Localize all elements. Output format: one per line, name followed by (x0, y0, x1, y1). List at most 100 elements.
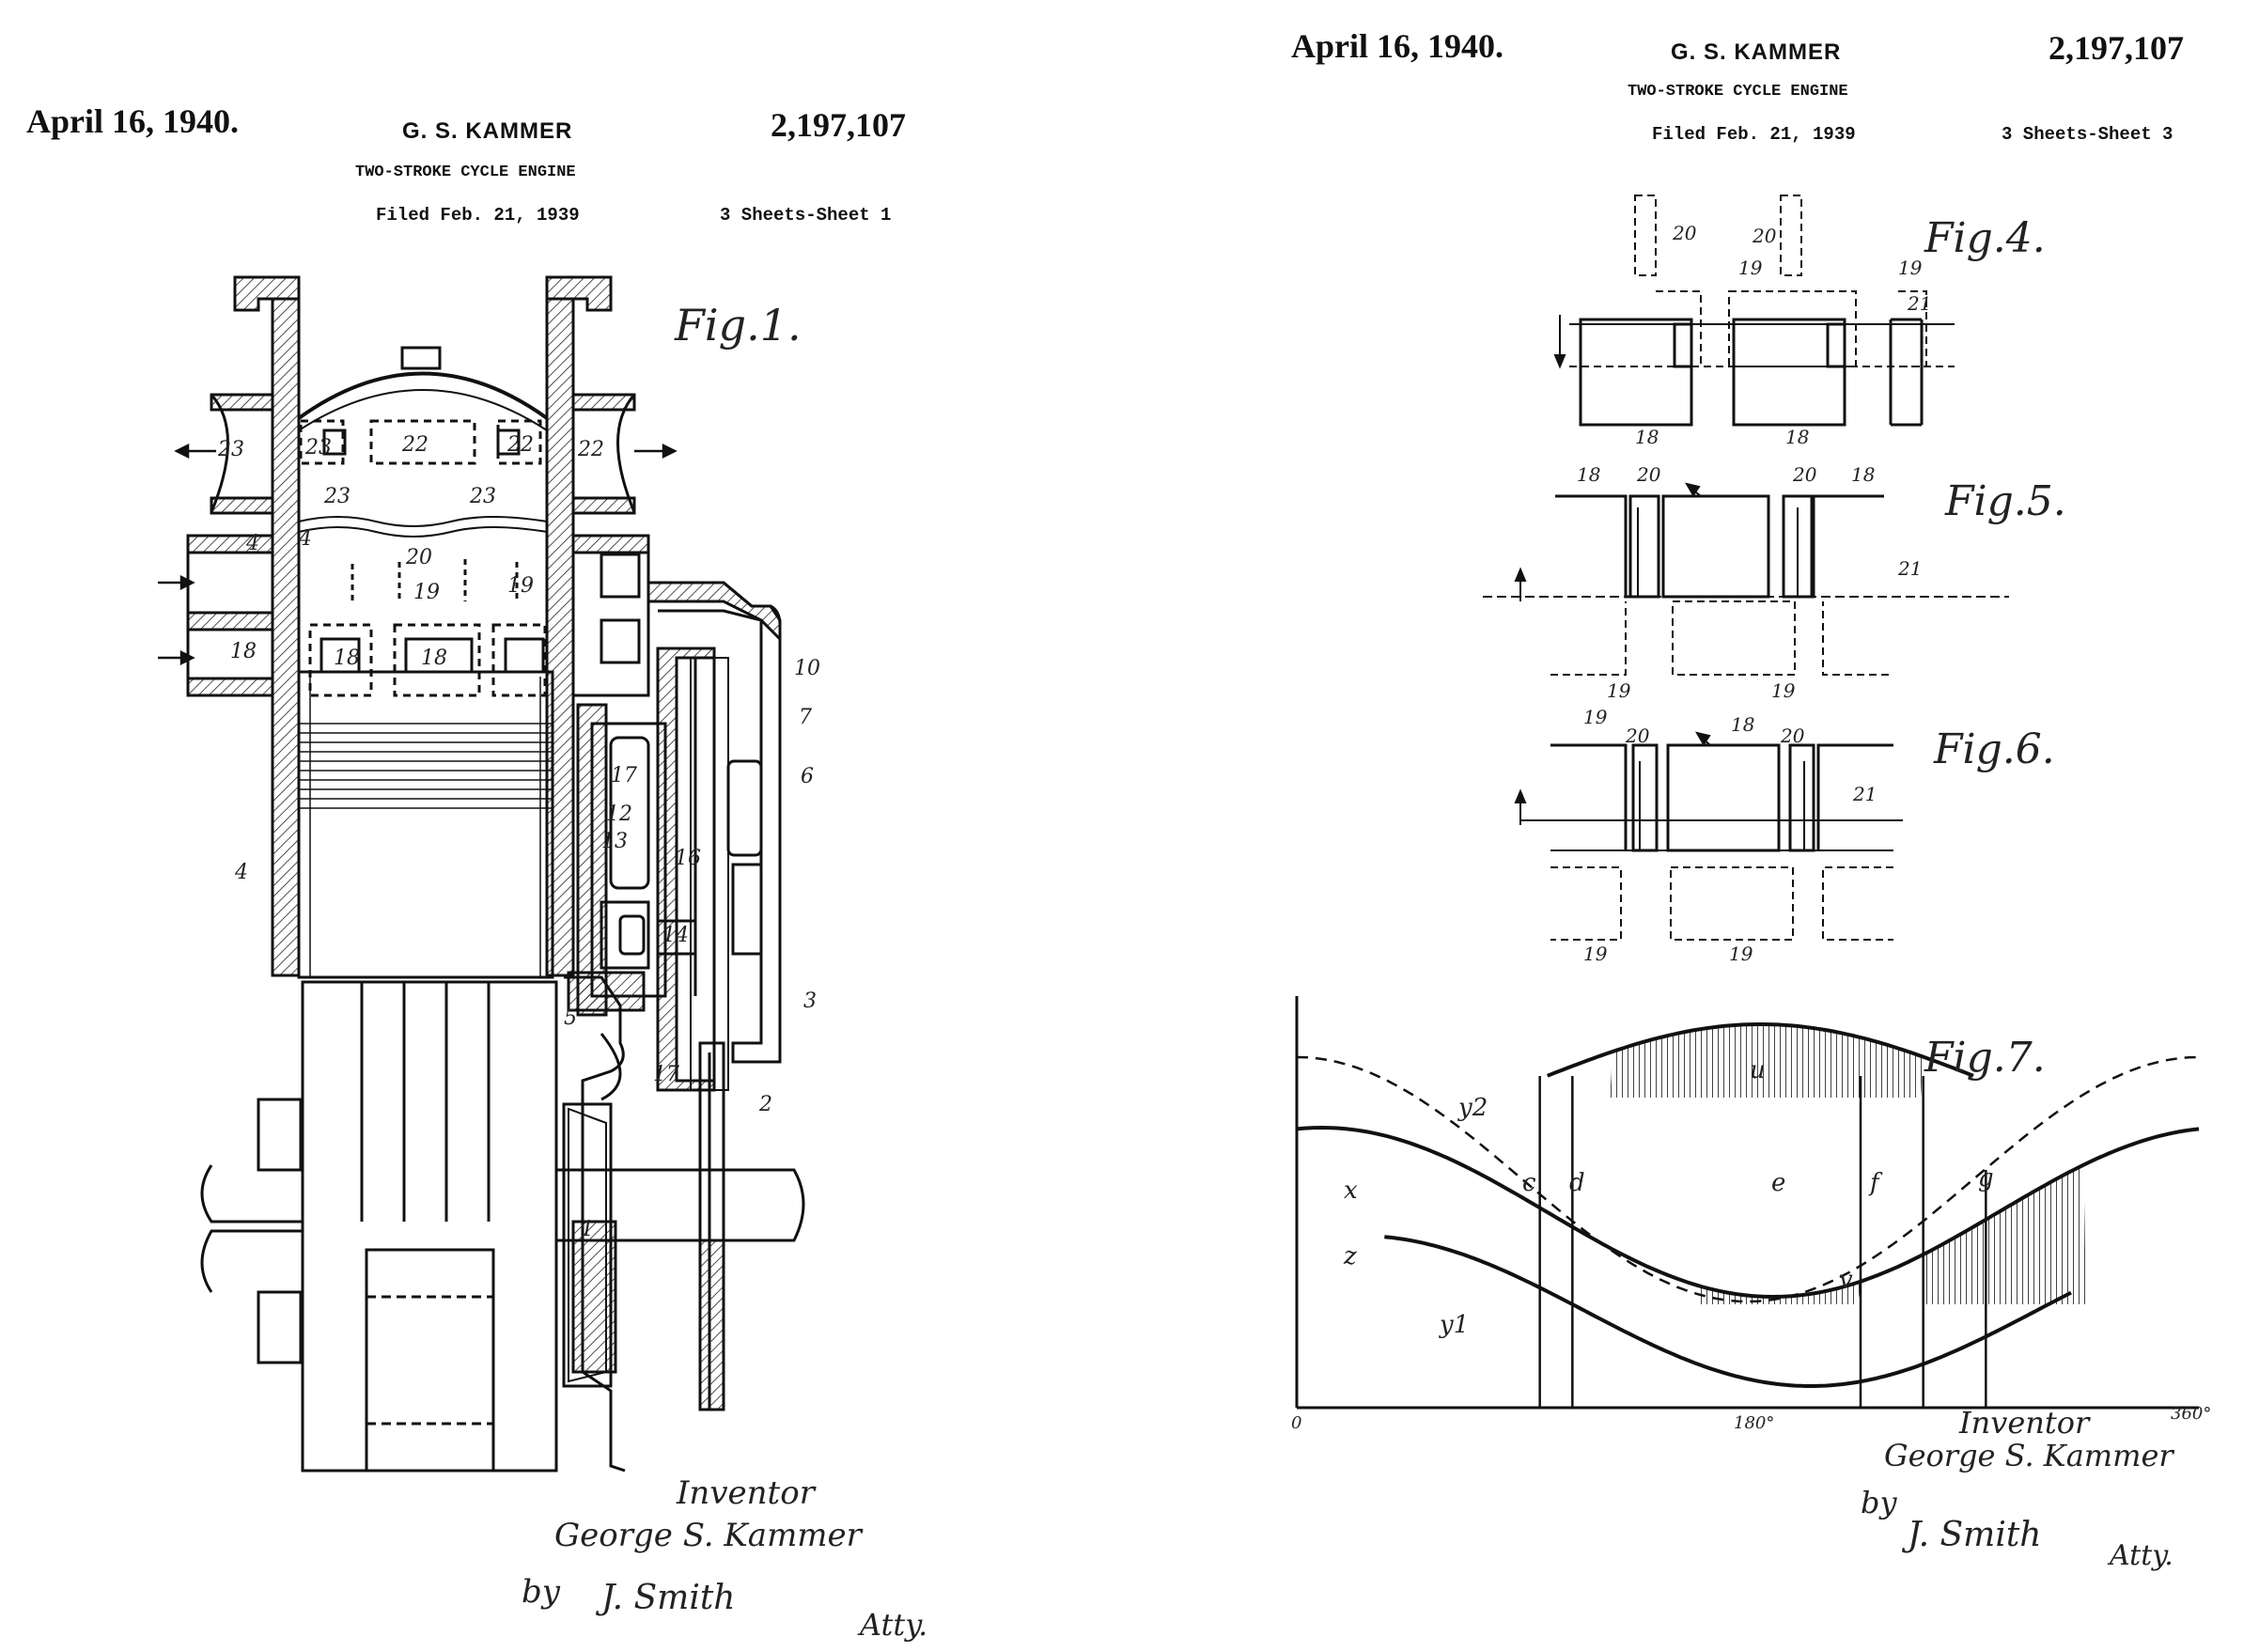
sheet3-patent-number: 2,197,107 (2049, 29, 2184, 67)
fig1-ref-numeral: 4 (245, 532, 259, 555)
fig1-ref-numeral: 3 (803, 990, 817, 1013)
fig1-ref-numeral: 7 (799, 706, 812, 729)
sheet1-date: April 16, 1940. (26, 102, 240, 140)
sheet3-by: by (1861, 1485, 1897, 1520)
fig7-curve-label-z: z (1343, 1242, 1357, 1270)
fig7-x-tick: 180° (1734, 1413, 1774, 1433)
fig7-x-tick: 360° (2171, 1404, 2211, 1424)
fig1-ref-numeral: 23 (304, 436, 332, 460)
fig7-label: Fig.7. (1924, 1034, 2046, 1082)
patent-sheet-1: April 16, 1940. G. S. KAMMER 2,197,107 T… (0, 0, 1109, 1652)
fig7-curve-label-u: u (1750, 1056, 1766, 1084)
sheet1-inventor-signature: George S. Kammer (554, 1517, 864, 1554)
fig7-x-tick: 0 (1291, 1413, 1301, 1433)
sheet3-inventor-caption: Inventor (1958, 1405, 2091, 1441)
fig1-ref-numeral: 18 (334, 647, 360, 670)
fig7-hatched-area-u (1610, 1024, 1924, 1098)
fig5-ref-numeral: 19 (1771, 679, 1796, 702)
fig7-line-label-f: f (1868, 1169, 1883, 1197)
fig7-line-label-e: e (1771, 1169, 1785, 1197)
fig1-engine-section-drawing: 4 23 22 22 23 23 23 22 4 20 19 19 18 18 … (158, 275, 927, 1643)
fig4-ref-numeral: 21 (1907, 292, 1931, 315)
fig1-ref-numeral: 20 (405, 546, 432, 569)
fig7-hatched-area-v (1697, 1281, 1861, 1304)
sheet3-inventor-signature: George S. Kammer (1884, 1438, 2174, 1473)
patent-sheet-3: April 16, 1940. G. S. KAMMER 2,197,107 T… (1250, 0, 2259, 1652)
fig4-ref-numeral: 18 (1635, 426, 1659, 448)
fig7-curve-y2 (1546, 1022, 1974, 1078)
fig1-ref-numeral: 1 (581, 1218, 594, 1241)
fig1-ref-numeral: 23 (217, 438, 244, 461)
fig5-ref-numeral: 18 (1577, 463, 1600, 486)
fig7-line-label-d: d (1569, 1169, 1585, 1197)
fig1-ref-numeral: 16 (675, 847, 701, 870)
fig1-ref-numeral: 19 (413, 581, 440, 604)
fig7-curve-label-y1: y1 (1439, 1311, 1469, 1339)
fig1-ref-numeral: 12 (606, 803, 632, 826)
fig4-label: Fig.4. (1924, 214, 2046, 262)
sheet1-sheets: 3 Sheets-Sheet 1 (720, 205, 892, 226)
fig5-ref-numeral: 21 (1897, 557, 1922, 580)
fig7-curve-z (1296, 1125, 2200, 1300)
fig7-timing-diagram: u y2 x z y1 v c d e f g 0 180° 360° Fig.… (1291, 996, 2211, 1572)
fig7-curve-label-x: x (1344, 1177, 1358, 1205)
sheet3-title: TWO-STROKE CYCLE ENGINE (1628, 83, 1848, 101)
sheet3-attorney-signature: J. Smith (1901, 1516, 2042, 1554)
fig7-curve-label-v: v (1839, 1266, 1853, 1294)
fig1-ref-numeral: 23 (469, 485, 496, 508)
fig1-ref-numeral: 4 (298, 527, 312, 551)
fig4-ref-numeral: 19 (1738, 257, 1763, 279)
fig1-ref-numeral: 17 (653, 1063, 679, 1086)
fig5-ref-numeral: 20 (1792, 463, 1817, 486)
sheet3-filed: Filed Feb. 21, 1939 (1652, 124, 1856, 145)
fig7-line-label-g: g (1978, 1164, 1994, 1192)
fig6-ref-numeral: 21 (1852, 783, 1877, 805)
fig4-ref-numeral: 20 (1672, 222, 1697, 244)
sheet1-inventor-caption: Inventor (676, 1474, 817, 1512)
fig5-ref-numeral: 20 (1636, 463, 1661, 486)
fig5-ref-numeral: 19 (1607, 679, 1631, 702)
sheet1-by: by (522, 1573, 561, 1611)
fig1-ref-numeral: 22 (577, 438, 604, 461)
fig6-ref-numeral: 18 (1731, 713, 1754, 736)
fig6-ref-numeral: 20 (1780, 725, 1805, 747)
fig1-ref-numeral: 19 (507, 574, 534, 598)
fig4-ref-numeral: 19 (1898, 257, 1923, 279)
fig1-ref-numeral: 18 (230, 640, 257, 663)
sheet3-inventor: G. S. KAMMER (1671, 39, 1842, 65)
fig1-ref-numeral: 23 (323, 485, 351, 508)
fig7-curve-label-y2: y2 (1457, 1094, 1488, 1122)
sheet3-atty: Atty. (2107, 1539, 2173, 1572)
sheet1-title: TWO-STROKE CYCLE ENGINE (355, 164, 576, 181)
fig6-label: Fig.6. (1933, 725, 2055, 773)
sheet1-inventor: G. S. KAMMER (402, 118, 573, 144)
fig1-ref-numeral: 22 (401, 433, 428, 457)
fig4-ref-numeral: 20 (1752, 225, 1777, 247)
sheet3-sheets: 3 Sheets-Sheet 3 (2002, 124, 2173, 145)
fig1-ref-numeral: 10 (794, 657, 820, 680)
fig1-ref-numeral: 22 (506, 433, 534, 457)
sheet1-attorney-signature: J. Smith (595, 1579, 736, 1617)
fig6-ref-numeral: 19 (1729, 943, 1753, 965)
fig1-ref-numeral: 5 (564, 1006, 577, 1030)
fig1-ref-numeral: 2 (758, 1093, 772, 1116)
fig6-ref-numeral: 19 (1583, 943, 1608, 965)
fig1-ref-numeral: 18 (421, 647, 447, 670)
fig7-hatched-area-f-g (1923, 1164, 2086, 1304)
fig4-ref-numeral: 18 (1785, 426, 1809, 448)
fig1-ref-numeral: 6 (801, 765, 814, 788)
fig7-line-label-c: c (1522, 1169, 1536, 1197)
figs-4-5-6-port-diagrams: 20 20 19 19 21 18 18 18 20 20 18 21 19 1… (1483, 195, 2066, 965)
fig5-ref-numeral: 18 (1851, 463, 1875, 486)
fig5-label: Fig.5. (1944, 477, 2066, 525)
fig6-ref-numeral: 20 (1625, 725, 1650, 747)
fig1-ref-numeral: 4 (234, 861, 248, 884)
fig6-ref-numeral: 19 (1583, 706, 1608, 728)
sheet1-atty: Atty. (857, 1607, 927, 1643)
fig1-ref-numeral: 17 (611, 764, 637, 787)
sheet1-patent-number: 2,197,107 (771, 106, 906, 144)
fig1-label: Fig.1. (674, 300, 802, 351)
fig1-ref-numeral: 14 (662, 924, 689, 947)
fig1-ref-numeral: 13 (601, 830, 628, 853)
sheet3-date: April 16, 1940. (1291, 27, 1504, 65)
